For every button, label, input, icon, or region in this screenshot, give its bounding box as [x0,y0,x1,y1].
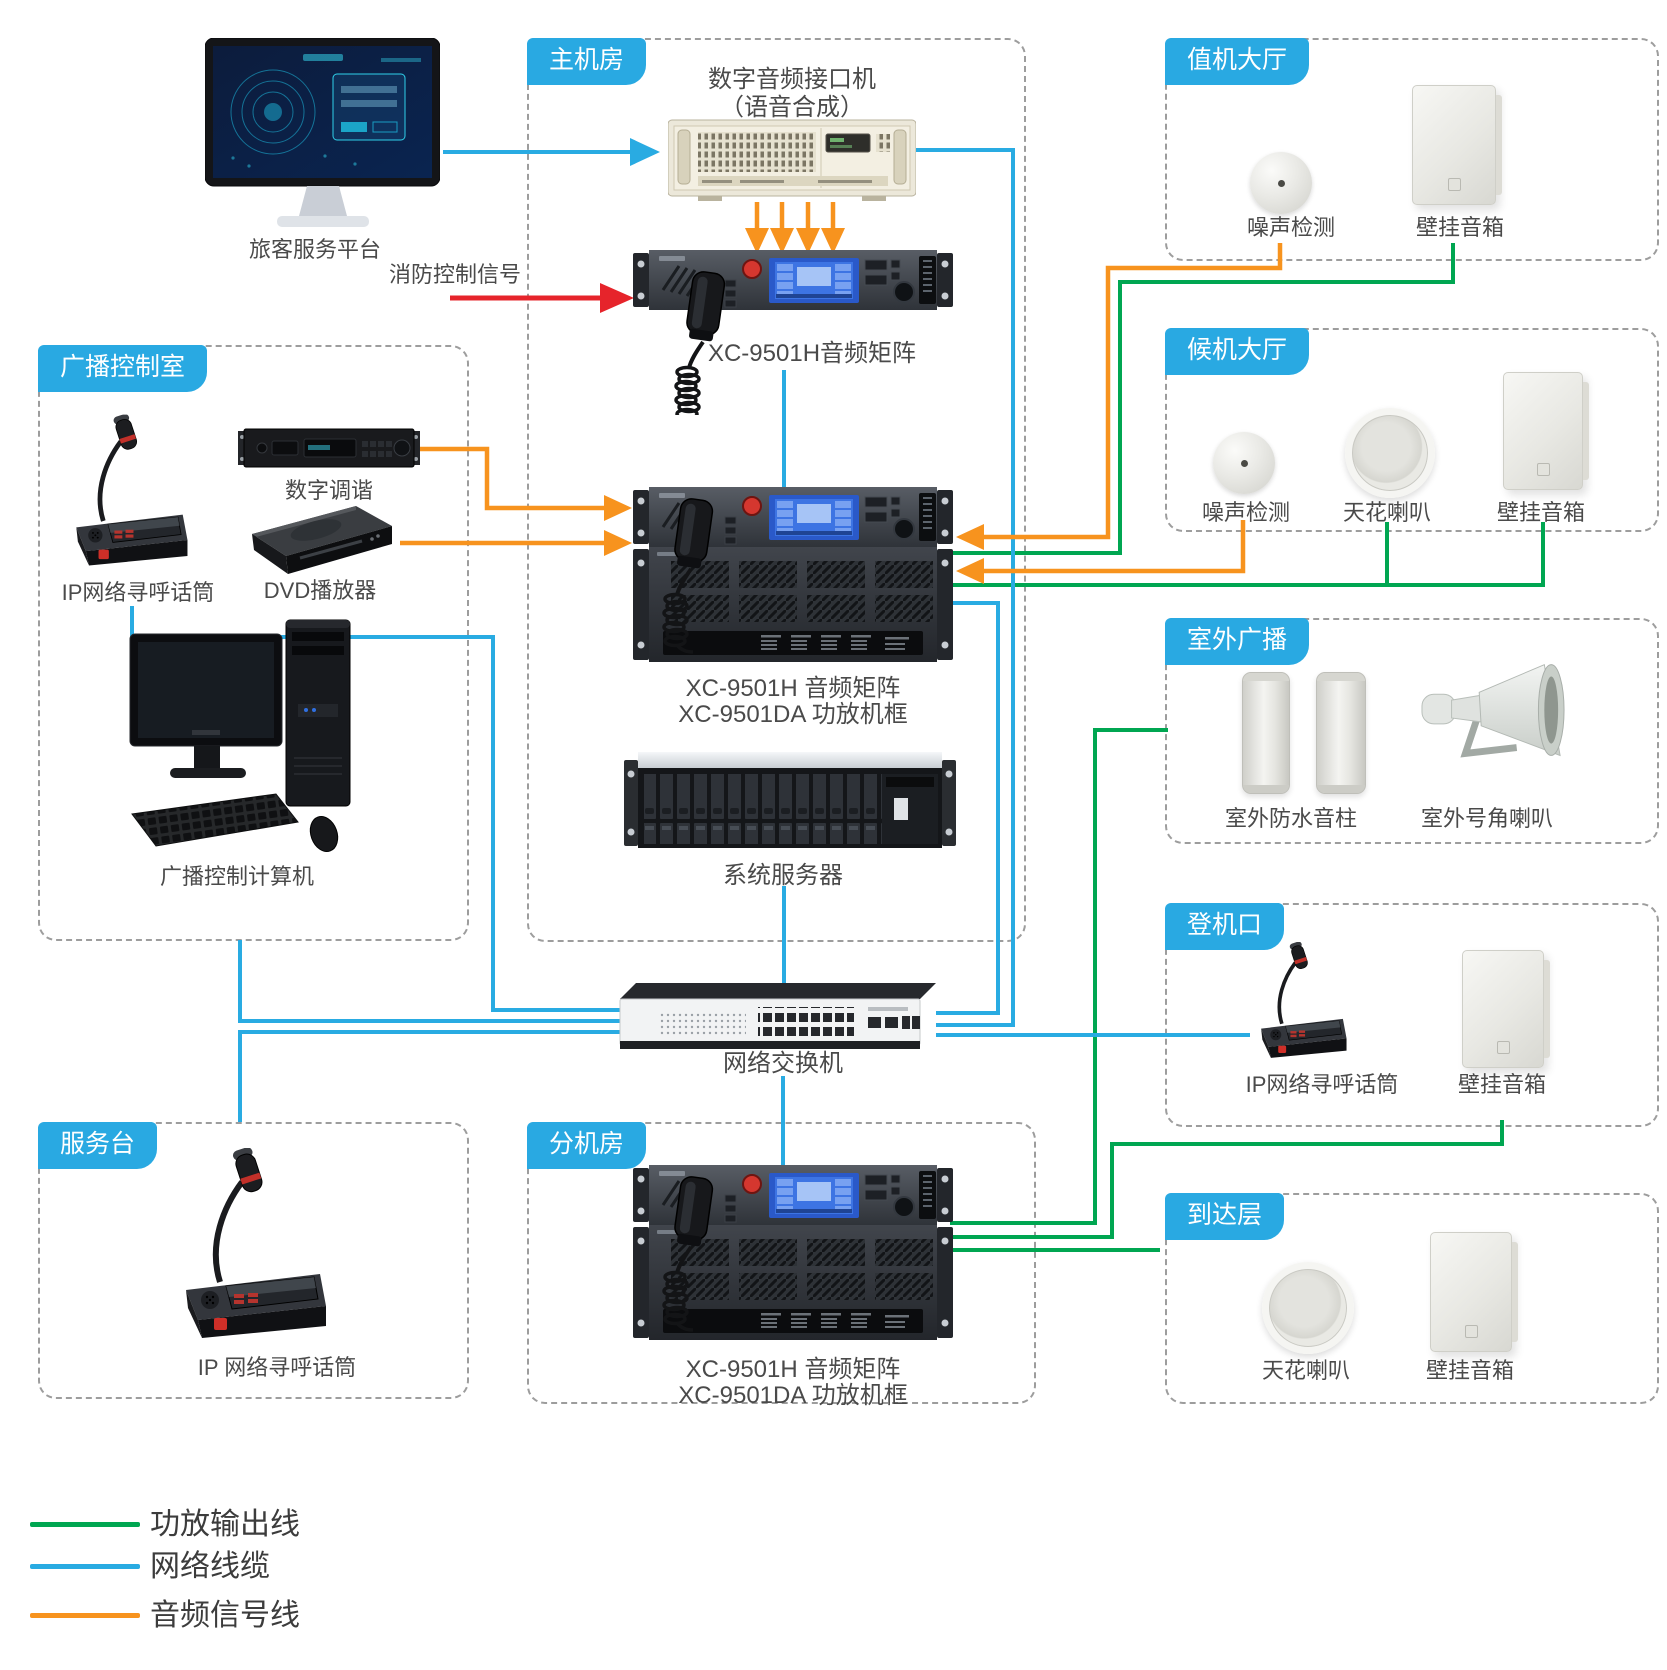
outdoor-column-speaker-1 [1242,672,1290,794]
arrival-wall-speaker [1430,1232,1518,1352]
arrival-ceiling-label: 天花喇叭 [1261,1358,1351,1383]
audio-interface-label-line1: 数字音频接口机 [708,66,876,93]
zone-tag-outdoor: 室外广播 [1165,618,1310,665]
arrival-ceiling-speaker [1262,1262,1354,1354]
arrow-audio-dvd [604,530,632,556]
zone-control-room: 广播控制室 [38,345,469,941]
waiting-noise-label: 噪声检测 [1201,500,1291,525]
waiting-ceiling-label: 天花喇叭 [1342,500,1432,525]
wire-amp-rack-to-waiting-hall [950,522,1545,587]
waiting-wall-label: 壁挂音箱 [1496,500,1586,525]
legend-amp-line-swatch [30,1522,140,1527]
wire-net-interface-to-switch [916,148,1015,1027]
legend-audio-line-swatch [30,1613,140,1618]
arrow-audio-4 [821,228,845,254]
wire-amp-branchrack-to-outdoor [950,728,1168,1225]
zone-branch-room: 分机房 [527,1122,1036,1404]
broadcast-computer-label: 广播控制计算机 [159,864,315,889]
control-room-ip-mic-label: IP网络寻呼话筒 [61,580,215,605]
branch-rack-label-line2: XC-9501DA 功放机框 [678,1382,908,1409]
arrow-net-into-interface [630,138,660,166]
zone-tag-boarding-gate: 登机口 [1165,903,1285,950]
passenger-platform-label: 旅客服务平台 [248,237,382,262]
system-server-device [624,752,956,848]
zone-checkin-hall: 值机大厅 [1165,38,1659,261]
zone-boarding-gate: 登机口 [1165,903,1659,1127]
service-desk-ip-mic-device [168,1148,338,1348]
arrow-audio-1 [745,228,769,254]
matrix-amp-rack-device [633,487,953,662]
branch-rack-device [633,1165,953,1340]
zone-service-desk: 服务台 [38,1122,469,1399]
outdoor-column-speaker-2 [1316,672,1366,794]
wire-amp-branchrack-to-boarding-wall-speaker [950,1120,1504,1239]
arrow-audio-2 [770,228,794,254]
waiting-noise-detector [1213,432,1275,494]
digital-tuner-label: 数字调谐 [284,478,374,503]
matrix-amp-rack-label-line1: XC-9501H 音频矩阵 [685,675,901,702]
branch-rack-label-line1: XC-9501H 音频矩阵 [685,1356,901,1383]
zone-arrival-level: 到达层 [1165,1193,1659,1404]
zone-tag-main-room: 主机房 [527,38,647,85]
boarding-ip-mic-label: IP网络寻呼话筒 [1245,1072,1399,1097]
arrow-audio-3 [796,228,820,254]
system-server-label: 系统服务器 [723,862,843,889]
zone-tag-branch-room: 分机房 [527,1122,647,1169]
checkin-wall-speaker [1412,85,1502,205]
legend-network-line-label: 网络线缆 [150,1550,270,1583]
wire-audio-waiting-noise-to-rack [984,520,1246,574]
wire-amp-rack-to-checkin-wall-speaker [950,243,1455,555]
checkin-wall-label: 壁挂音箱 [1415,215,1505,240]
zone-main-room: 主机房 [527,38,1026,942]
arrow-audio-waiting [956,558,984,584]
broadcast-computer-device [129,619,351,852]
fire-control-label: 消防控制信号 [388,262,522,287]
arrow-fire-control [600,283,634,313]
boarding-wall-speaker [1462,950,1550,1068]
boarding-wall-label: 壁挂音箱 [1457,1072,1547,1097]
wire-net-computer-to-switch [238,940,622,1023]
wire-net-controlmic-to-switch [130,606,622,1012]
passenger-platform-monitor [205,38,440,227]
arrival-wall-label: 壁挂音箱 [1425,1358,1515,1383]
waiting-ceiling-speaker [1345,408,1435,498]
audio-interface-label-line2: （语音合成） [720,94,864,121]
outdoor-horn-label: 室外号角喇叭 [1420,806,1554,831]
dvd-player-label: DVD播放器 [263,578,377,603]
service-desk-ip-mic-label: IP 网络寻呼话筒 [197,1355,357,1380]
matrix-amp-rack-label-line2: XC-9501DA 功放机框 [678,701,908,728]
arrow-audio-tuner [604,495,632,521]
zone-tag-checkin-hall: 值机大厅 [1165,38,1310,85]
zone-tag-service-desk: 服务台 [38,1122,158,1169]
waiting-wall-speaker [1503,372,1589,490]
zone-waiting-hall: 候机大厅 [1165,328,1659,532]
wire-net-rack-to-switch [936,601,1000,1015]
wire-net-switch-to-servicedesk [238,1030,622,1122]
audio-interface-device [668,119,916,201]
audio-matrix-label: XC-9501H音频矩阵 [707,340,917,367]
arrow-audio-checkin [956,524,984,550]
control-room-ip-mic-device [62,408,197,580]
audio-matrix-device [633,250,953,415]
outdoor-column-label: 室外防水音柱 [1224,806,1358,831]
network-switch-device [619,983,936,1049]
digital-tuner-device [238,428,420,468]
legend-amp-line-label: 功放输出线 [150,1508,300,1541]
legend-network-line-swatch [30,1564,140,1569]
checkin-noise-label: 噪声检测 [1246,215,1336,240]
dvd-player-device [252,506,392,574]
outdoor-horn-speaker [1420,658,1568,768]
zone-tag-control-room: 广播控制室 [38,345,208,392]
legend-audio-line-label: 音频信号线 [150,1599,300,1632]
zone-tag-arrival-level: 到达层 [1165,1193,1285,1240]
boarding-ip-mic-device [1250,942,1354,1064]
checkin-noise-detector [1250,152,1312,214]
wire-audio-checkin-noise-to-rack [984,243,1283,540]
wire-audio-tuner-to-rack [400,446,604,511]
zone-tag-waiting-hall: 候机大厅 [1165,328,1310,375]
network-switch-label: 网络交换机 [723,1050,843,1077]
